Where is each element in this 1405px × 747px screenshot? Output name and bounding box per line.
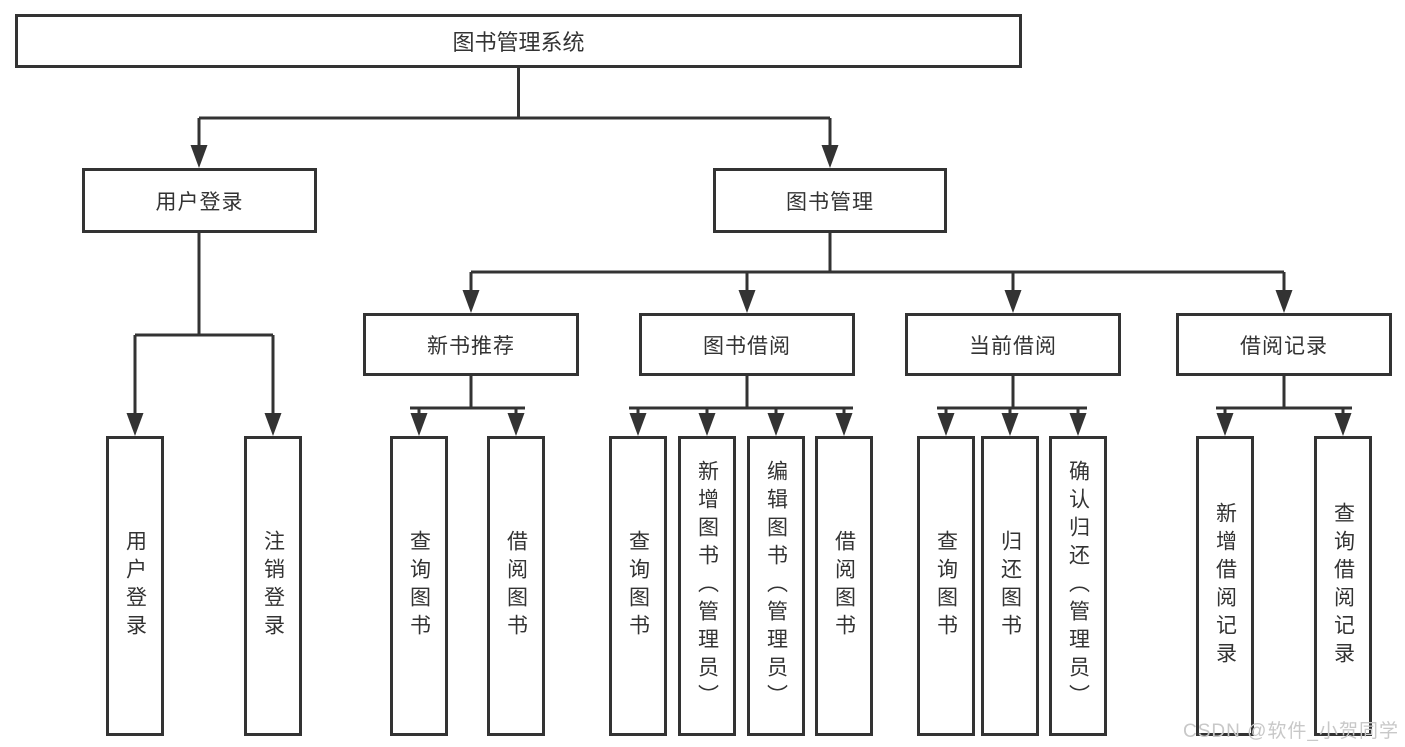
leaf-borrow-books: 借阅图书 xyxy=(815,436,873,736)
node-user-login: 用户登录 xyxy=(82,168,317,233)
node-book-borrow: 图书借阅 xyxy=(639,313,855,376)
leaf-edit-books-admin-label: 编辑图书（管理员） xyxy=(764,460,788,712)
leaf-borrow-query-books: 查询图书 xyxy=(609,436,667,736)
leaf-current-query-books: 查询图书 xyxy=(917,436,975,736)
leaf-add-borrow-record-label: 新增借阅记录 xyxy=(1213,502,1237,670)
recommend-connector xyxy=(410,376,525,414)
leaf-recommend-borrow-books-label: 借阅图书 xyxy=(504,530,528,642)
leaf-confirm-return-admin: 确认归还（管理员） xyxy=(1049,436,1107,736)
leaf-add-borrow-record: 新增借阅记录 xyxy=(1196,436,1254,736)
leaf-user-login-label: 用户登录 xyxy=(123,530,147,642)
leaf-recommend-query-books-label: 查询图书 xyxy=(407,530,431,642)
leaf-add-books-admin-label: 新增图书（管理员） xyxy=(695,460,719,712)
node-borrow-records: 借阅记录 xyxy=(1176,313,1392,376)
leaf-add-books-admin: 新增图书（管理员） xyxy=(678,436,736,736)
book-management-connector xyxy=(469,233,1286,292)
user-login-connector xyxy=(133,233,275,414)
node-current-borrow: 当前借阅 xyxy=(905,313,1121,376)
node-new-book-recommend: 新书推荐 xyxy=(363,313,579,376)
leaf-edit-books-admin: 编辑图书（管理员） xyxy=(747,436,805,736)
current-connector xyxy=(937,376,1087,414)
leaf-logout: 注销登录 xyxy=(244,436,302,736)
leaf-recommend-query-books: 查询图书 xyxy=(390,436,448,736)
leaf-recommend-borrow-books: 借阅图书 xyxy=(487,436,545,736)
records-connector xyxy=(1216,376,1352,414)
leaf-return-books: 归还图书 xyxy=(981,436,1039,736)
leaf-confirm-return-admin-label: 确认归还（管理员） xyxy=(1066,460,1090,712)
leaf-logout-label: 注销登录 xyxy=(261,530,285,642)
node-book-management: 图书管理 xyxy=(713,168,947,233)
leaf-return-books-label: 归还图书 xyxy=(998,530,1022,642)
leaf-query-borrow-record: 查询借阅记录 xyxy=(1314,436,1372,736)
leaf-query-borrow-record-label: 查询借阅记录 xyxy=(1331,502,1355,670)
leaf-user-login: 用户登录 xyxy=(106,436,164,736)
csdn-watermark: CSDN @软件_小贺同学 xyxy=(1183,721,1399,742)
root-connector xyxy=(197,68,832,146)
leaf-borrow-books-label: 借阅图书 xyxy=(832,530,856,642)
borrow-connector xyxy=(629,376,853,414)
leaf-current-query-books-label: 查询图书 xyxy=(934,530,958,642)
leaf-borrow-query-books-label: 查询图书 xyxy=(626,530,650,642)
node-root: 图书管理系统 xyxy=(15,14,1022,68)
